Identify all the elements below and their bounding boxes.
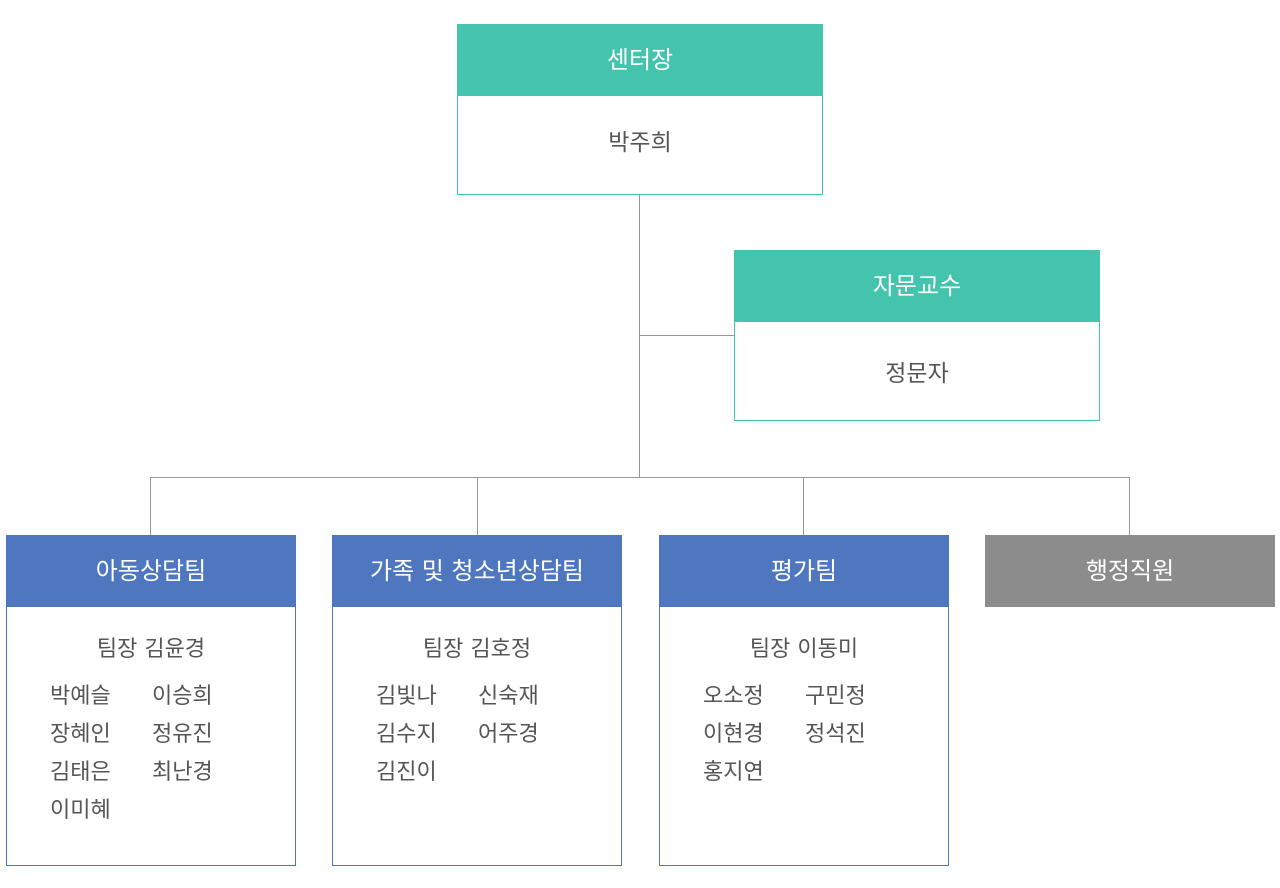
team-member: 신숙재 — [478, 684, 539, 709]
director-name: 박주희 — [608, 130, 672, 156]
connector-director-vertical — [639, 195, 640, 477]
connector-advisor-horizontal — [639, 335, 734, 336]
team-member: 구민정 — [805, 684, 866, 709]
team-members: 오소정 구민정 이현경 정석진 홍지연 — [660, 683, 948, 787]
team-leader: 팀장 김윤경 — [96, 637, 206, 662]
team-member: 이승희 — [152, 684, 213, 709]
team-members: 박예슬 이승희 장혜인 정유진 김태은 최난경 이미혜 — [7, 683, 295, 825]
connector-team-eval — [803, 477, 804, 535]
director-box: 센터장 박주희 — [457, 24, 823, 195]
team-box-family-youth-counseling: 가족 및 청소년상담팀 팀장 김호정 김빛나 신숙재 김수지 어주경 김진이 — [332, 535, 622, 866]
team-member: 김수지 — [376, 722, 437, 747]
advisor-box: 자문교수 정문자 — [734, 250, 1100, 421]
advisor-name: 정문자 — [885, 361, 949, 387]
team-box-evaluation: 평가팀 팀장 이동미 오소정 구민정 이현경 정석진 홍지연 — [659, 535, 949, 866]
admin-title: 행정직원 — [985, 535, 1275, 607]
team-member: 최난경 — [152, 760, 213, 785]
team-member: 김태은 — [50, 760, 111, 785]
team-member: 어주경 — [478, 722, 539, 747]
team-leader: 팀장 이동미 — [749, 637, 859, 662]
connector-admin — [1129, 477, 1130, 535]
team-member: 정석진 — [805, 722, 866, 747]
team-box-child-counseling: 아동상담팀 팀장 김윤경 박예슬 이승희 장혜인 정유진 김태은 최난경 이미혜 — [6, 535, 296, 866]
team-member: 이미혜 — [50, 798, 111, 823]
team-title: 가족 및 청소년상담팀 — [332, 535, 622, 607]
team-member: 장혜인 — [50, 722, 111, 747]
team-member: 박예슬 — [50, 684, 111, 709]
team-member: 김진이 — [376, 760, 437, 785]
director-title: 센터장 — [457, 24, 823, 96]
advisor-title: 자문교수 — [734, 250, 1100, 322]
team-member: 김빛나 — [376, 684, 437, 709]
team-title: 평가팀 — [659, 535, 949, 607]
team-member: 오소정 — [703, 684, 764, 709]
team-member: 이현경 — [703, 722, 764, 747]
admin-staff-box: 행정직원 — [985, 535, 1275, 607]
connector-team-family — [477, 477, 478, 535]
connector-team-child — [150, 477, 151, 535]
team-title: 아동상담팀 — [6, 535, 296, 607]
team-leader: 팀장 김호정 — [422, 637, 532, 662]
team-member: 정유진 — [152, 722, 213, 747]
team-member: 홍지연 — [703, 760, 764, 785]
connector-teams-horizontal — [150, 477, 1130, 478]
team-members: 김빛나 신숙재 김수지 어주경 김진이 — [333, 683, 621, 787]
